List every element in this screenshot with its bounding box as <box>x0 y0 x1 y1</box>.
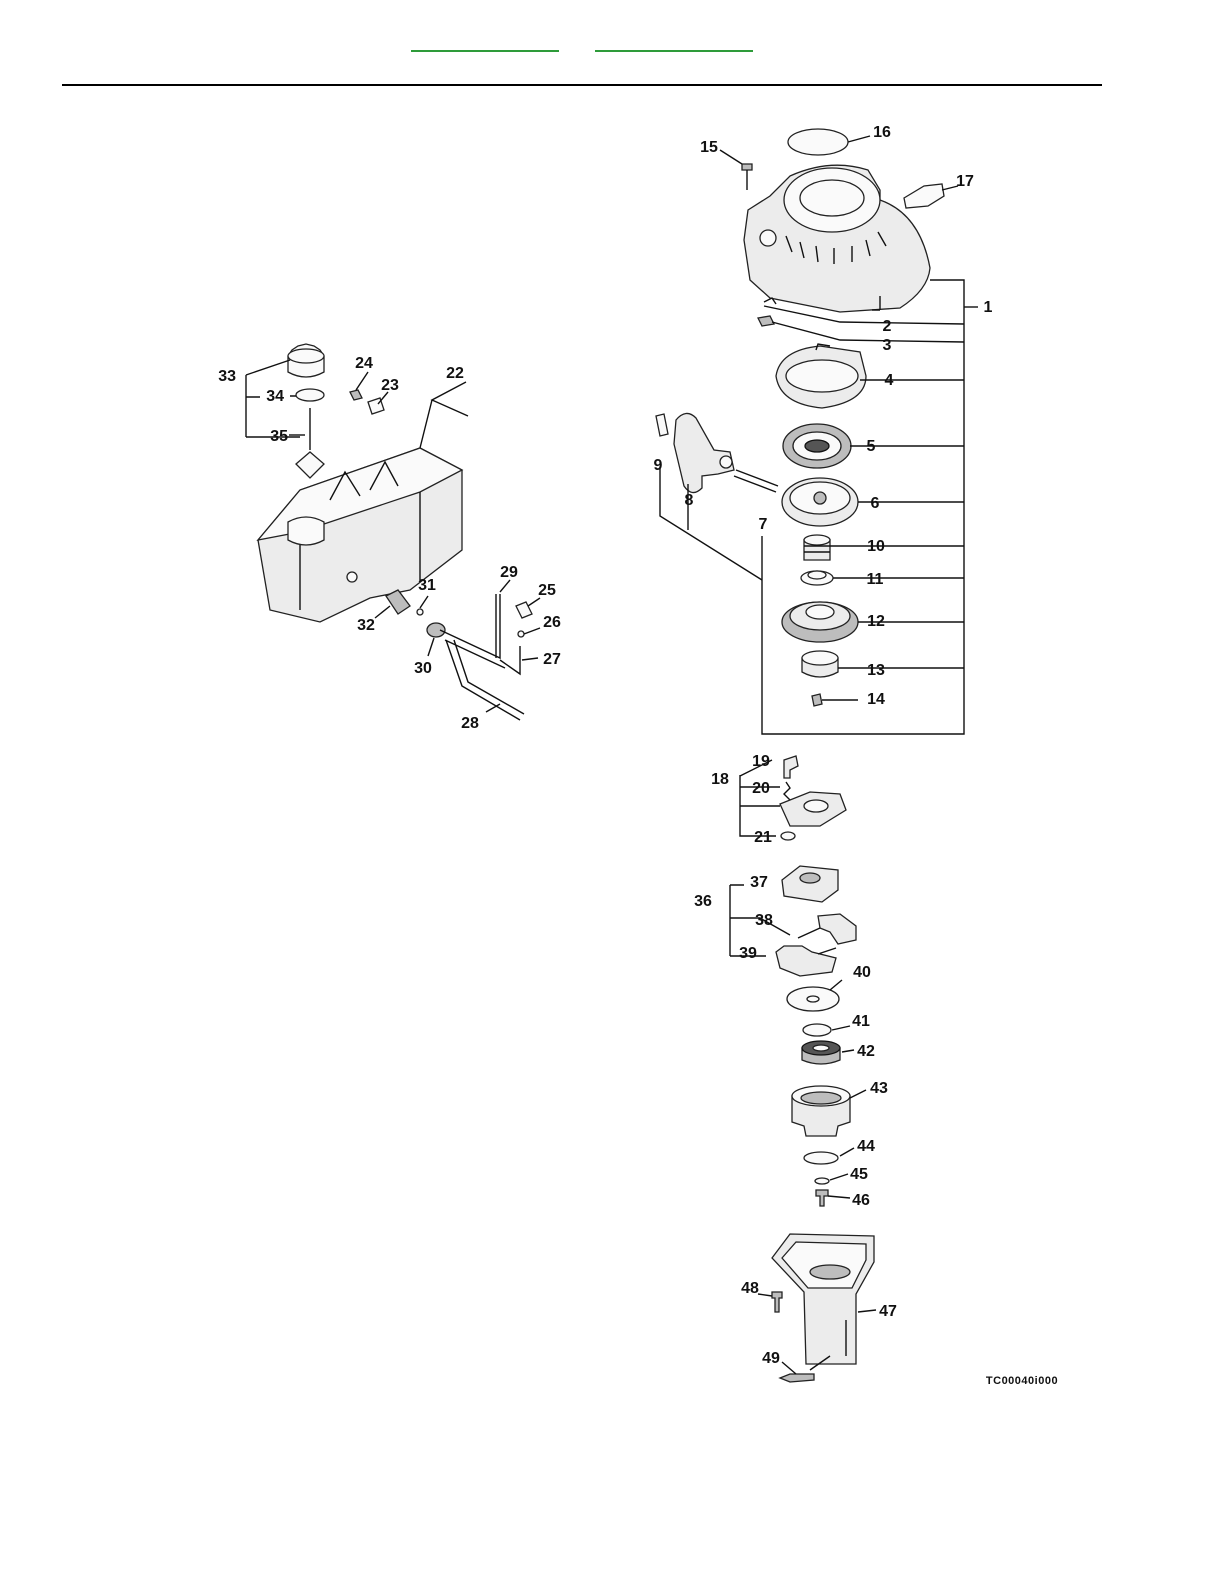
clutch-plate <box>782 866 838 902</box>
callout-34: 34 <box>266 388 284 405</box>
handle-tag <box>656 414 668 436</box>
tank-screw <box>350 390 362 400</box>
callout-15: 15 <box>700 139 718 156</box>
tank-fitting <box>386 590 410 614</box>
clutch-shoe-upper <box>818 914 856 944</box>
callout-17: 17 <box>956 173 974 190</box>
filler-neck <box>288 517 324 545</box>
drum-bolt <box>816 1190 828 1206</box>
callout-10: 10 <box>867 538 885 555</box>
holder-washer <box>781 832 795 840</box>
callout-9: 9 <box>654 457 663 474</box>
callout-7: 7 <box>759 516 768 533</box>
starter-cover-cap <box>788 129 848 155</box>
callout-36: 36 <box>694 893 712 910</box>
check-ball <box>417 609 423 615</box>
fuel-pipe-28 <box>446 640 520 720</box>
clutch-spring-lower <box>818 948 836 954</box>
callout-23: 23 <box>381 377 399 394</box>
callout-21: 21 <box>754 829 772 846</box>
callout-31: 31 <box>418 577 436 594</box>
callout-24: 24 <box>355 355 373 372</box>
callout-32: 32 <box>357 617 375 634</box>
figure-code: TC00040i000 <box>986 1375 1058 1387</box>
callout-33: 33 <box>218 368 236 385</box>
callout-26: 26 <box>543 614 561 631</box>
callout-8: 8 <box>685 492 694 509</box>
grommet-hole <box>347 572 357 582</box>
callout-4: 4 <box>885 372 894 389</box>
callout-27: 27 <box>543 651 561 668</box>
callout-11: 11 <box>867 571 884 588</box>
callout-29: 29 <box>500 564 518 581</box>
case-bolt-48 <box>772 1292 782 1312</box>
callout-14: 14 <box>867 691 885 708</box>
starter-bolt <box>742 164 752 170</box>
callout-22: 22 <box>446 365 464 382</box>
washer-45 <box>815 1178 829 1184</box>
starter-label <box>904 184 944 208</box>
fuel-hose-27 <box>500 646 520 674</box>
fuel-grommet <box>427 623 445 637</box>
callout-20: 20 <box>752 780 770 797</box>
filter-clip <box>518 631 524 637</box>
callout-38: 38 <box>755 912 773 929</box>
hub-screw <box>812 694 822 706</box>
starter-pawl <box>758 316 774 326</box>
callout-43: 43 <box>870 1080 888 1097</box>
strainer <box>296 452 324 478</box>
washer-41 <box>803 1024 831 1036</box>
callout-42: 42 <box>857 1043 875 1060</box>
callout-37: 37 <box>750 874 768 891</box>
callout-13: 13 <box>867 662 885 679</box>
callout-46: 46 <box>852 1192 870 1209</box>
callout-28: 28 <box>461 715 479 732</box>
callout-39: 39 <box>739 945 757 962</box>
callout-16: 16 <box>873 124 891 141</box>
callout-25: 25 <box>538 582 556 599</box>
callout-44: 44 <box>857 1138 875 1155</box>
callout-5: 5 <box>867 438 876 455</box>
callout-35: 35 <box>270 428 288 445</box>
clutch-spring-upper <box>798 928 820 938</box>
callout-40: 40 <box>853 964 871 981</box>
starter-handle <box>674 413 734 492</box>
callout-47: 47 <box>879 1303 897 1320</box>
case-bolt-49 <box>780 1374 814 1382</box>
washer-44 <box>804 1152 838 1164</box>
callout-1: 1 <box>984 299 993 316</box>
callout-48: 48 <box>741 1280 759 1297</box>
cap-gasket <box>296 389 324 401</box>
fuel-tank-group <box>246 344 540 720</box>
knob-spring <box>784 782 790 800</box>
callout-45: 45 <box>850 1166 868 1183</box>
callout-6: 6 <box>871 495 880 512</box>
callout-41: 41 <box>852 1013 870 1030</box>
callout-3: 3 <box>883 337 892 354</box>
callout-2: 2 <box>883 318 892 335</box>
callout-49: 49 <box>762 1350 780 1367</box>
callout-18: 18 <box>711 771 729 788</box>
callout-12: 12 <box>867 613 885 630</box>
primer-knob <box>784 756 798 778</box>
callout-30: 30 <box>414 660 432 677</box>
recoil-starter-group <box>656 129 978 734</box>
starter-rope <box>734 476 776 492</box>
callout-19: 19 <box>752 753 770 770</box>
